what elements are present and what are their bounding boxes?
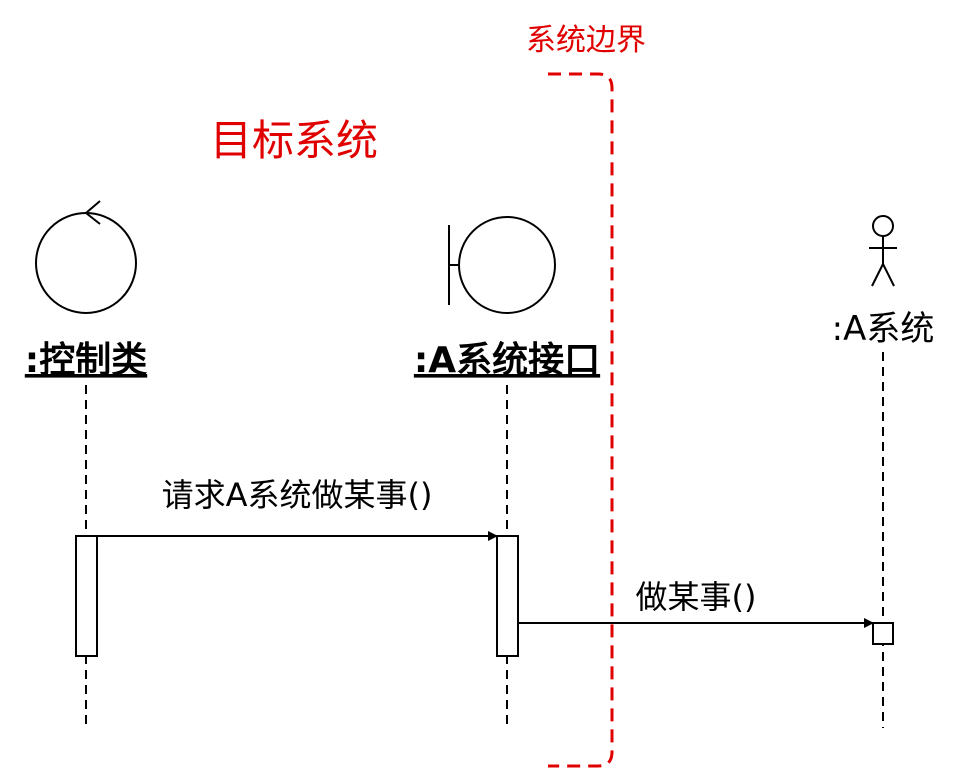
message-label: 做某事() (636, 578, 757, 616)
control-icon (35, 200, 137, 314)
control-participant-name: :控制类 (25, 340, 147, 381)
interface-participant-name: :A系统接口 (414, 340, 600, 381)
message-label: 请求A系统做某事() (162, 476, 433, 514)
actor-participant-name: :A系统 (832, 309, 935, 349)
system-boundary-label: 系统边界 (526, 23, 646, 58)
system-title: 目标系统 (210, 116, 378, 165)
control-activation-bar (75, 535, 98, 657)
boundary-icon (448, 216, 556, 314)
actor-activation-bar (872, 622, 894, 645)
system-boundary-line (548, 72, 614, 768)
interface-activation-bar (496, 535, 519, 657)
actor-icon (869, 215, 897, 287)
